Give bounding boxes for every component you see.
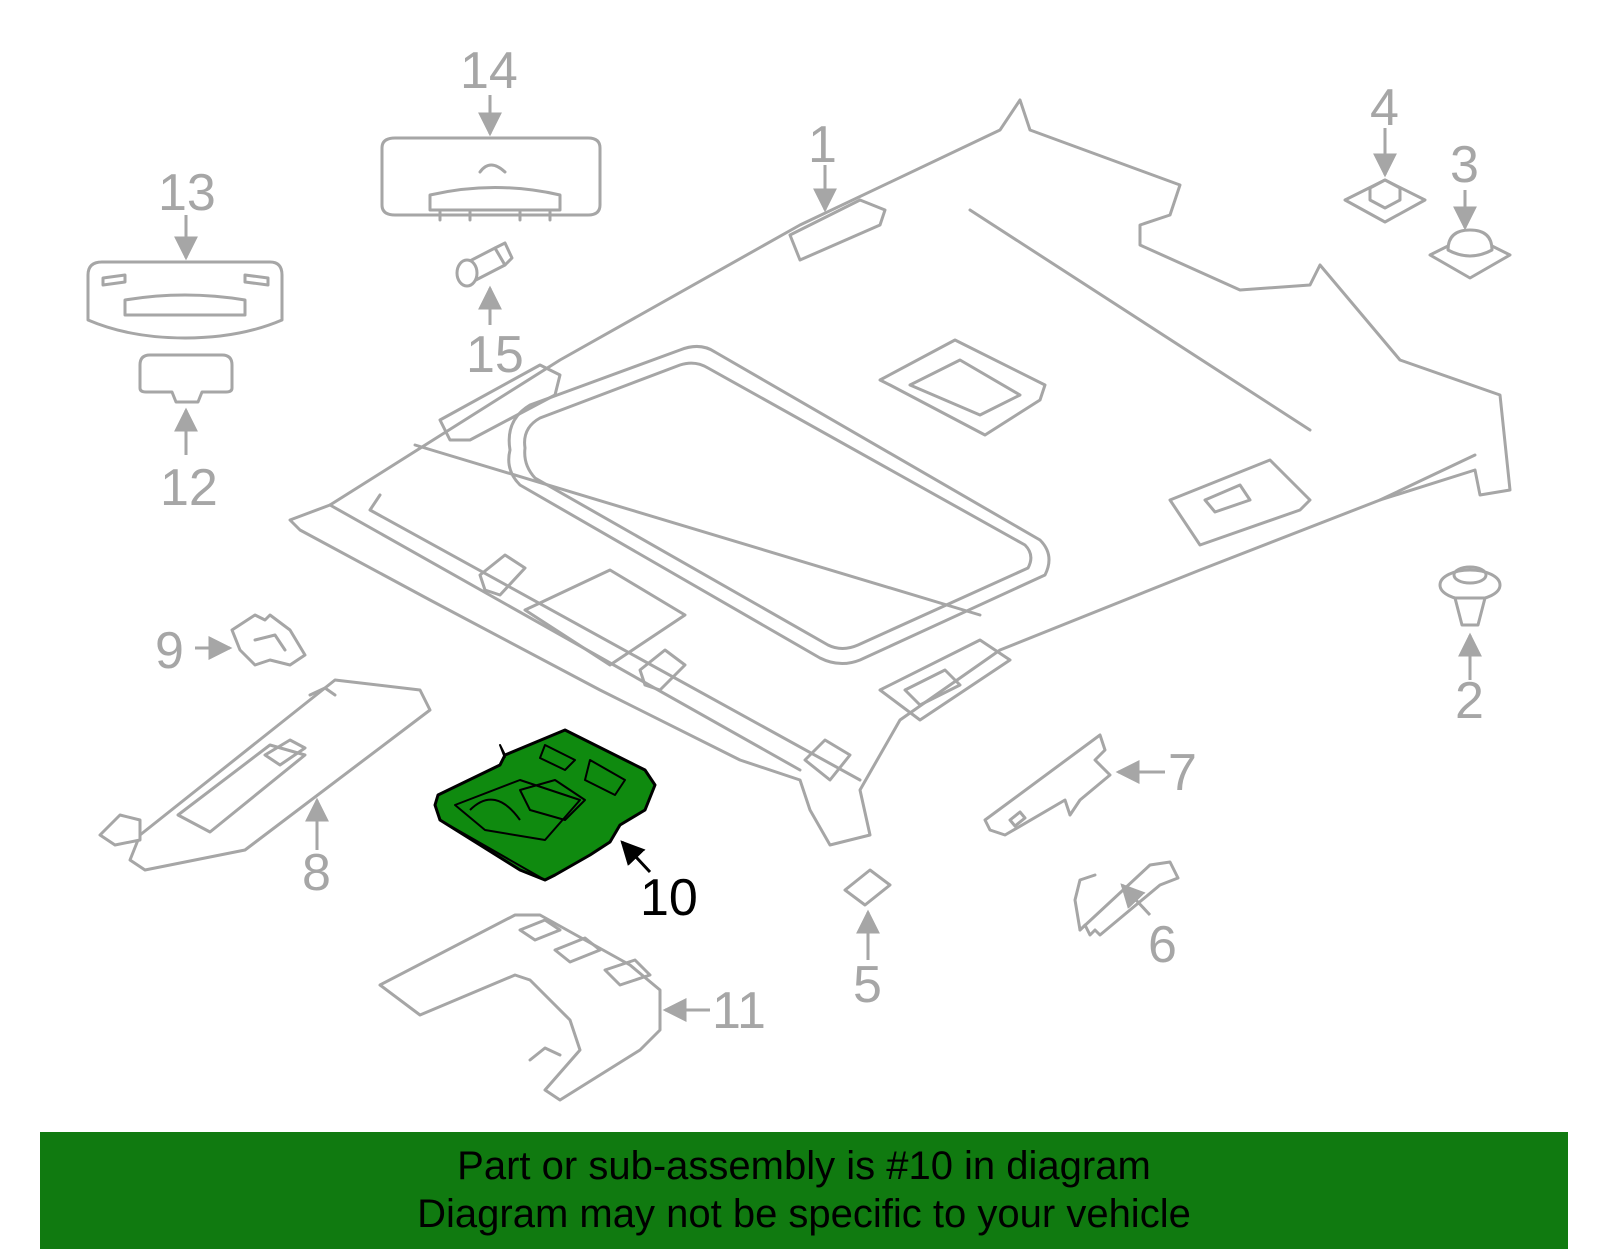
headliner-part[interactable] bbox=[288, 98, 1512, 847]
clip-part-3[interactable] bbox=[1428, 228, 1512, 280]
callout-7: 7 bbox=[1168, 744, 1197, 802]
sun-visor-part-8[interactable] bbox=[98, 678, 432, 872]
rear-reading-lamp-part-13[interactable] bbox=[86, 260, 284, 340]
callout-5: 5 bbox=[853, 956, 882, 1014]
front-reading-lamp-part-14[interactable] bbox=[380, 136, 602, 222]
callout-12: 12 bbox=[160, 459, 218, 517]
callout-15: 15 bbox=[466, 326, 524, 384]
callout-9: 9 bbox=[155, 622, 184, 680]
callout-1: 1 bbox=[808, 116, 837, 174]
callout-4: 4 bbox=[1370, 79, 1399, 137]
callout-11: 11 bbox=[712, 982, 766, 1040]
callout-10: 10 bbox=[640, 869, 698, 927]
callout-6: 6 bbox=[1148, 916, 1177, 974]
overhead-console-part-10[interactable] bbox=[433, 728, 657, 882]
banner-line-1: Part or sub-assembly is #10 in diagram bbox=[457, 1144, 1151, 1188]
lamp-bracket-part-12[interactable] bbox=[138, 353, 234, 404]
clip-part-2[interactable] bbox=[1438, 565, 1502, 627]
banner-line-2: Diagram may not be specific to your vehi… bbox=[417, 1192, 1191, 1236]
parts-diagram: 1 2 3 4 5 6 7 bbox=[86, 42, 1512, 1102]
callout-8: 8 bbox=[302, 844, 331, 902]
pad-part-5[interactable] bbox=[843, 868, 892, 907]
notice-banner: Part or sub-assembly is #10 in diagram D… bbox=[40, 1132, 1568, 1249]
visor-clip-part-9[interactable] bbox=[230, 613, 307, 667]
callout-13: 13 bbox=[158, 164, 216, 222]
bulb-part-15[interactable] bbox=[455, 241, 514, 288]
callout-3: 3 bbox=[1450, 136, 1479, 194]
console-trim-part-11[interactable] bbox=[378, 913, 662, 1102]
callout-14: 14 bbox=[460, 42, 518, 100]
bracket-part-7[interactable] bbox=[983, 733, 1112, 837]
callout-2: 2 bbox=[1455, 672, 1484, 730]
clip-part-4[interactable] bbox=[1343, 178, 1427, 224]
